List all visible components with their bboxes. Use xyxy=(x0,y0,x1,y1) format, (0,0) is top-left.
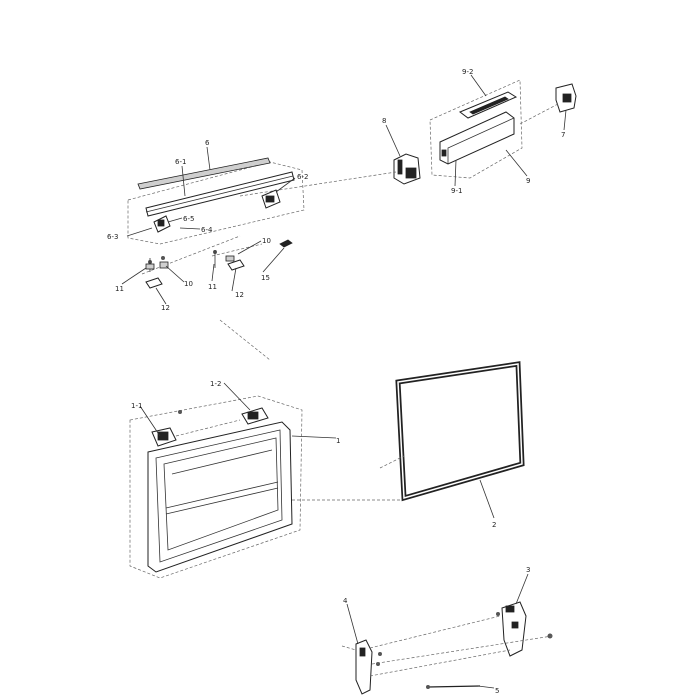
label-6-5: 6-5 xyxy=(183,215,194,223)
door-guard-part xyxy=(439,111,515,165)
label-7: 7 xyxy=(561,131,565,139)
handle-trim-part xyxy=(137,157,271,190)
label-12-right: 12 xyxy=(235,291,244,299)
label-8: 8 xyxy=(382,117,386,125)
label-4: 4 xyxy=(343,597,348,605)
handle-assembly xyxy=(127,157,305,245)
label-1-2: 1-2 xyxy=(210,380,221,388)
label-6-4: 6-4 xyxy=(201,226,213,234)
label-9-2: 9-2 xyxy=(462,68,473,76)
plate-part xyxy=(145,277,163,289)
label-1: 1 xyxy=(336,437,340,445)
label-5: 5 xyxy=(495,687,499,695)
label-6-1: 6-1 xyxy=(175,158,186,166)
label-15: 15 xyxy=(261,274,270,282)
label-6: 6 xyxy=(205,139,210,147)
guard-cap-part xyxy=(555,83,577,113)
label-9: 9 xyxy=(526,177,530,185)
part-labels: 9-2 8 7 9-1 9 6 6-1 6-2 6-5 6-4 6-3 10 1… xyxy=(107,68,565,695)
label-9-1: 9-1 xyxy=(451,187,462,195)
label-11-right: 11 xyxy=(208,283,217,291)
label-2: 2 xyxy=(492,521,496,529)
label-1-1: 1-1 xyxy=(131,402,142,410)
door-assembly xyxy=(129,395,303,579)
label-11-left: 11 xyxy=(115,285,124,293)
label-6-2: 6-2 xyxy=(297,173,308,181)
lower-hinge-assembly xyxy=(341,601,553,695)
door-gasket-part xyxy=(395,361,525,502)
label-10-right: 10 xyxy=(262,237,271,245)
label-6-3: 6-3 xyxy=(107,233,118,241)
screw-cap-part xyxy=(279,239,293,248)
hinge-bracket-part xyxy=(393,153,421,185)
door-guard-assembly xyxy=(429,79,523,179)
hardware-parts xyxy=(141,235,293,289)
label-3: 3 xyxy=(526,566,530,574)
label-12-left: 12 xyxy=(161,304,170,312)
label-10-left: 10 xyxy=(184,280,193,288)
